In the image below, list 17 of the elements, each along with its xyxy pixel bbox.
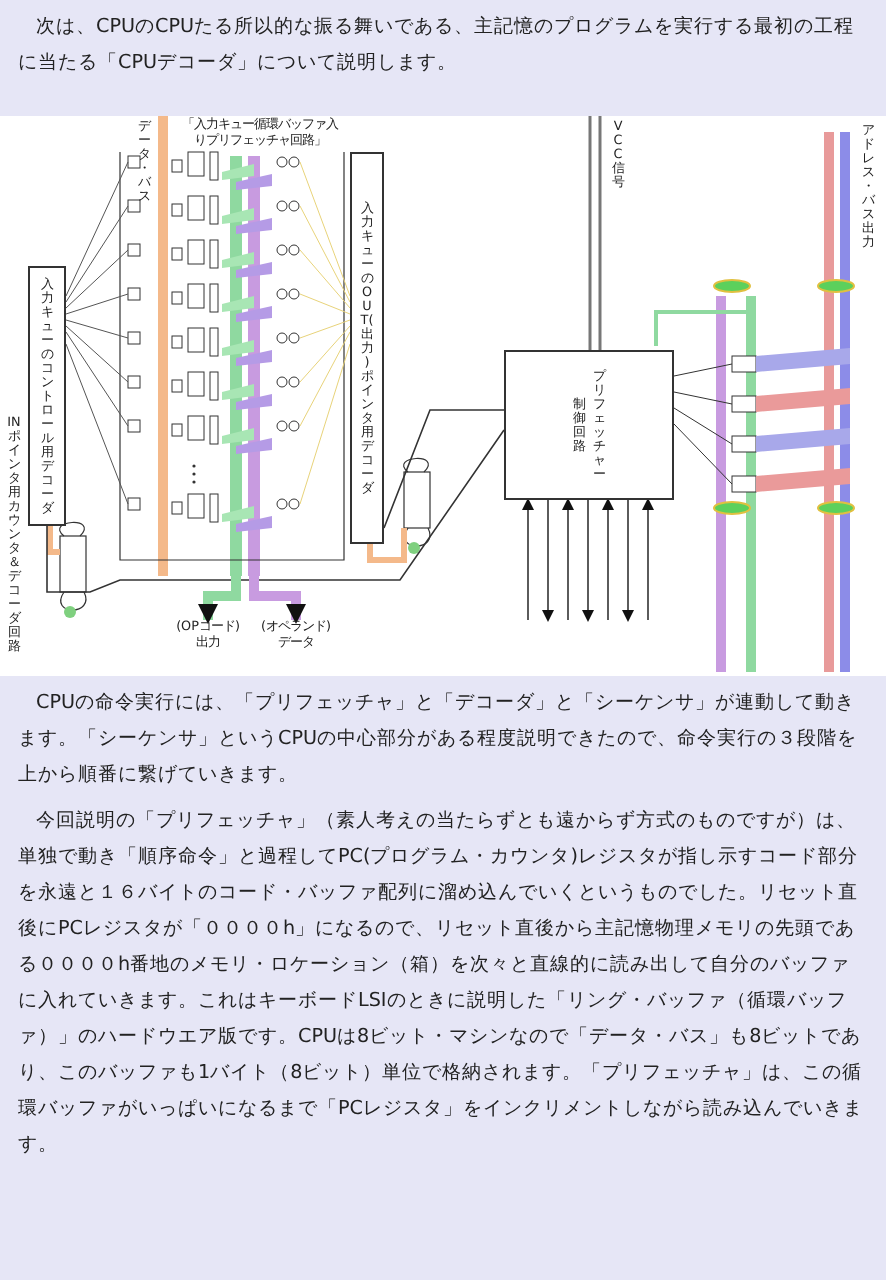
bus-arrow — [249, 576, 306, 624]
signal-arrow — [622, 499, 634, 622]
signal-line — [46, 429, 505, 593]
signal-arrow — [542, 499, 554, 622]
signal-arrow — [582, 499, 594, 622]
control-box — [504, 350, 674, 500]
signal-arrow — [522, 498, 534, 621]
signal-arrow — [602, 498, 614, 621]
signal-arrow — [562, 498, 574, 621]
decoder-box — [28, 266, 66, 526]
paragraph: CPUの命令実行には、「プリフェッチャ」と「デコーダ」と「シーケンサ」が連動して動きます。「シーケンサ」というCPUの中心部分がある程度説明できたので、命令実行の３段階を上から順番に繋げていきます。 — [18, 690, 860, 790]
bus-arrow — [198, 576, 241, 624]
decoder-box — [350, 152, 384, 544]
signal-arrow — [642, 498, 654, 621]
paragraph: 今回説明の「プリフェッチャ」（素人考えの当たらずとも遠からず方式のものですが）は、単独で動き「順序命令」と過程してPC(プログラム・カウンタ)レジスタが指し示すコード部分を永遠と１６バイトのコード・バッファ配列に溜め込んでいくというものでした。リセット直後にPCレジスタが「００００h」になるので、リセット直後から主記憶物理メモリの先頭である００００h番地のメモリ・ロケーション（箱）を次々と直線的に読み出して自分のバッファに入れていきます。これはキーボードLSIのときに説明した「リング・バッファ（循環バッファ）」のハードウエア版です。CPUは8ビット・マシンなので「データ・バス」も8ビットであり、このバッファも1バイト（8ビット）単位で格納されます。「プリフェッチャ」は、この循環バッファがいっぱいになるまで「PCレジスタ」をインクリメントしながら読み込んでいきます。 — [18, 808, 865, 1160]
paragraph: 次は、CPUのCPUたる所以的な振る舞いである、主記憶のプログラムを実行する最初の工程に当たる「CPUデコーダ」について説明します。 — [18, 14, 857, 78]
signal-line — [383, 409, 505, 529]
